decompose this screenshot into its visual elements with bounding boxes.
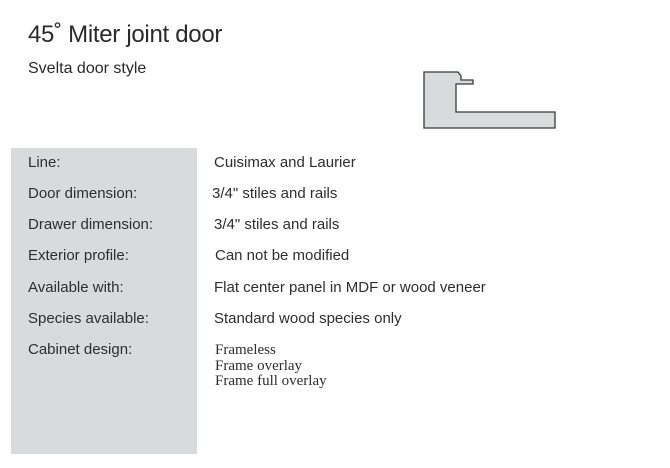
spec-value-door-dimension: 3/4" stiles and rails	[212, 185, 338, 202]
profile-shape	[423, 71, 556, 129]
list-item: Frame overlay	[215, 357, 303, 374]
spec-label-door-dimension: Door dimension:	[28, 185, 138, 202]
spec-label-drawer-dimension: Drawer dimension:	[28, 216, 154, 233]
spec-value-available-with: Flat center panel in MDF or wood veneer	[214, 279, 486, 296]
door-profile-cross-section-icon	[423, 71, 556, 129]
spec-value-line: Cuisimax and Laurier	[214, 154, 356, 171]
list-item: Frame full overlay	[215, 373, 327, 389]
spec-label-line: Line:	[28, 154, 61, 171]
list-item: Frameless	[215, 342, 276, 358]
spec-label-exterior-profile: Exterior profile:	[28, 247, 129, 264]
spec-value-exterior-profile: Can not be modified	[215, 247, 350, 264]
spec-label-species-available: Species available:	[28, 310, 149, 327]
spec-value-drawer-dimension: 3/4" stiles and rails	[214, 216, 340, 233]
label-column-panel	[11, 148, 197, 454]
spec-label-available-with: Available with:	[28, 279, 124, 296]
page-title: 45˚ Miter joint door	[28, 21, 223, 48]
spec-value-species-available: Standard wood species only	[214, 310, 402, 327]
spec-value-cabinet-design-list: Frameless Frame overlay Frame full overl…	[215, 342, 327, 390]
spec-label-cabinet-design: Cabinet design:	[28, 341, 133, 358]
page-subtitle: Svelta door style	[28, 60, 147, 77]
